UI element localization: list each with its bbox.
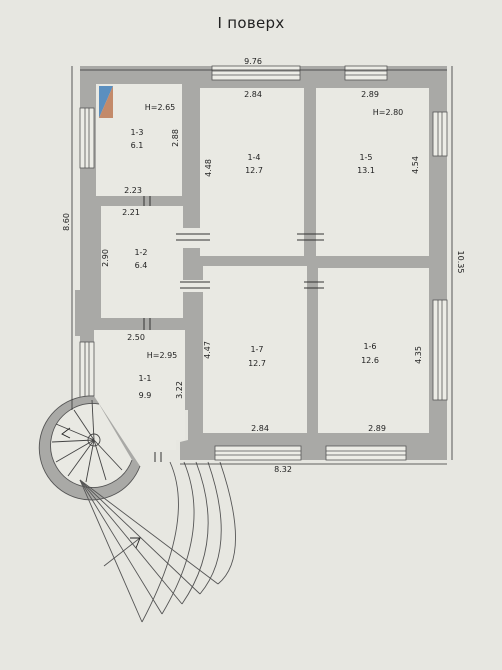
dim-r15-height: 4.54	[411, 156, 420, 174]
room-1-4-id: 1-4	[247, 153, 260, 162]
room-1-1-floor	[94, 330, 185, 450]
dim-left-overall: 8.60	[62, 213, 71, 231]
dim-r12-height: 2.90	[101, 249, 110, 267]
room-1-4-floor	[200, 88, 304, 256]
labels: 9.76 8.32 8.60 10.35 H=2.65 H=2.80 H=2.9…	[62, 57, 465, 474]
dim-r16-height: 4.35	[414, 346, 423, 364]
dim-r16-width: 2.89	[368, 424, 386, 433]
room-1-5-floor	[316, 88, 429, 256]
room-1-1-area: 9.9	[139, 391, 152, 400]
dim-r11-height: 3.22	[175, 381, 184, 399]
room-1-7-floor	[203, 266, 307, 433]
room-1-7-area: 12.7	[248, 359, 266, 368]
room-1-6-id: 1-6	[363, 342, 376, 351]
room-1-4-area: 12.7	[245, 166, 263, 175]
dim-r13-width: 2.23	[124, 186, 142, 195]
dimension-lines	[71, 66, 453, 465]
brown-marker	[99, 86, 113, 118]
room-1-3-area: 6.1	[131, 141, 144, 150]
windows	[79, 65, 448, 461]
dim-r17-height: 4.47	[203, 341, 212, 359]
height-label-2: H=2.80	[373, 108, 404, 117]
stair-markers	[99, 86, 113, 118]
room-floors	[94, 84, 429, 450]
dim-r11-top: 2.50	[127, 333, 145, 342]
room-1-7-id: 1-7	[250, 345, 263, 354]
room-1-6-area: 12.6	[361, 356, 379, 365]
dim-r14-height: 4.48	[204, 159, 213, 177]
room-1-5-id: 1-5	[359, 153, 372, 162]
entrance-steps	[79, 461, 236, 623]
room-1-2-floor	[101, 206, 183, 318]
dim-r17-width: 2.84	[251, 424, 269, 433]
dim-right-overall: 10.35	[456, 251, 465, 274]
dim-r15-width: 2.89	[361, 90, 379, 99]
room-1-3-id: 1-3	[130, 128, 143, 137]
dim-r12-top: 2.21	[122, 208, 140, 217]
room-1-2-area: 6.4	[135, 261, 148, 270]
dim-bottom-overall: 8.32	[274, 465, 292, 474]
dim-top-overall: 9.76	[244, 57, 262, 66]
door-marks	[143, 196, 324, 462]
room-1-2-id: 1-2	[134, 248, 147, 257]
height-label-1: H=2.65	[145, 103, 176, 112]
floor-title: І поверх	[217, 14, 285, 32]
room-1-5-area: 13.1	[357, 166, 375, 175]
dim-r14-width: 2.84	[244, 90, 262, 99]
room-1-6-floor	[318, 268, 429, 433]
height-label-3: H=2.95	[147, 351, 178, 360]
room-1-1-id: 1-1	[138, 374, 151, 383]
dim-r13-height: 2.88	[171, 129, 180, 147]
